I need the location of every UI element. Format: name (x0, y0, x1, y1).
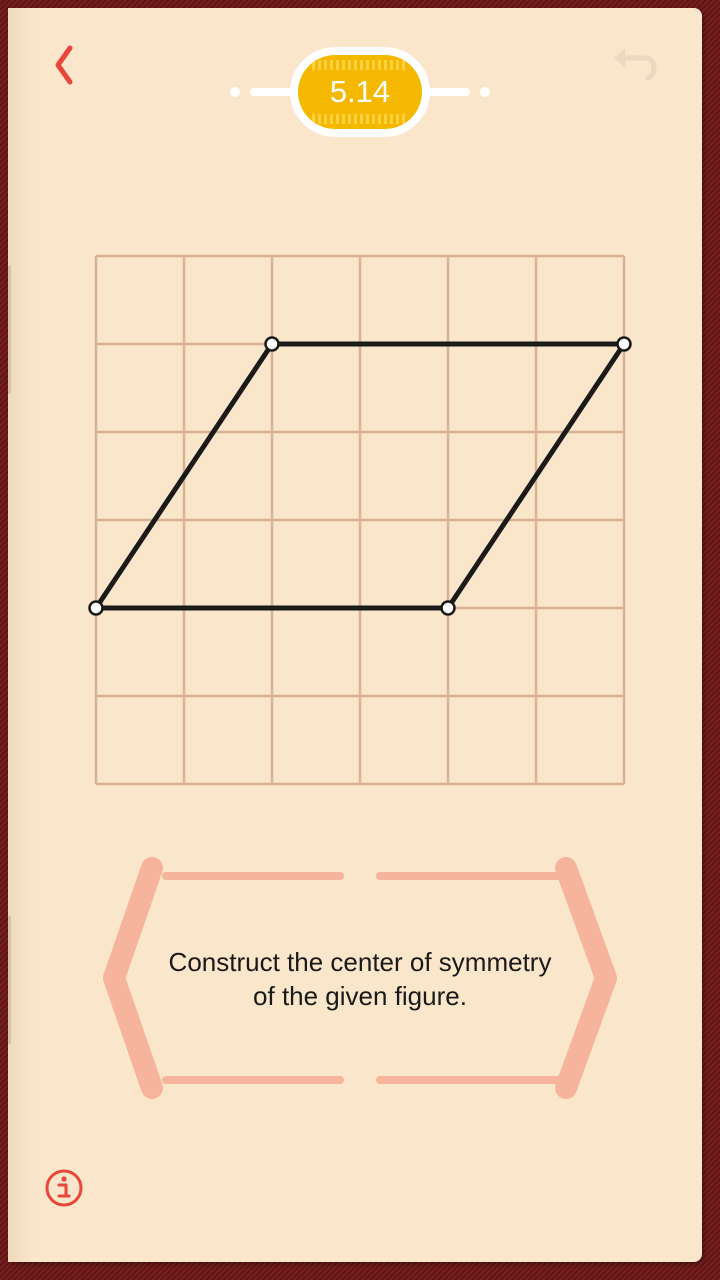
vertex-point[interactable] (616, 336, 632, 352)
level-badge-medallion: 5.14 (298, 55, 422, 129)
progress-bar-left (250, 88, 300, 96)
page-spine (8, 8, 38, 1262)
undo-icon (614, 49, 657, 81)
progress-dot (230, 87, 240, 97)
vertex-point[interactable] (264, 336, 280, 352)
meander-ornament (312, 114, 408, 124)
spine-divider (8, 266, 11, 394)
figure-edge[interactable] (445, 341, 627, 611)
vertex-point[interactable] (440, 600, 456, 616)
back-button[interactable] (44, 40, 88, 90)
task-line-1: Construct the center of symmetry (168, 947, 552, 977)
vertex-point[interactable] (88, 600, 104, 616)
progress-dot (480, 87, 490, 97)
info-icon (45, 1169, 83, 1207)
progress-bar-right (420, 88, 470, 96)
spine-divider (8, 916, 11, 1044)
meander-ornament (312, 60, 408, 70)
undo-button[interactable] (608, 44, 660, 88)
parallelogram-figure (93, 341, 627, 611)
construction-board[interactable] (86, 246, 634, 794)
chevron-left-icon (55, 45, 73, 85)
task-line-2: of the given figure. (253, 981, 467, 1011)
level-progress-track (226, 50, 494, 134)
grid (94, 254, 626, 786)
figure-edge[interactable] (93, 341, 275, 611)
figure-vertices[interactable] (88, 336, 632, 616)
level-number: 5.14 (329, 74, 391, 109)
task-panel-frame (103, 857, 617, 1099)
task-instruction: Construct the center of symmetry of the … (120, 945, 600, 1013)
info-button[interactable] (42, 1166, 86, 1210)
level-badge: 5.14 (290, 47, 430, 137)
